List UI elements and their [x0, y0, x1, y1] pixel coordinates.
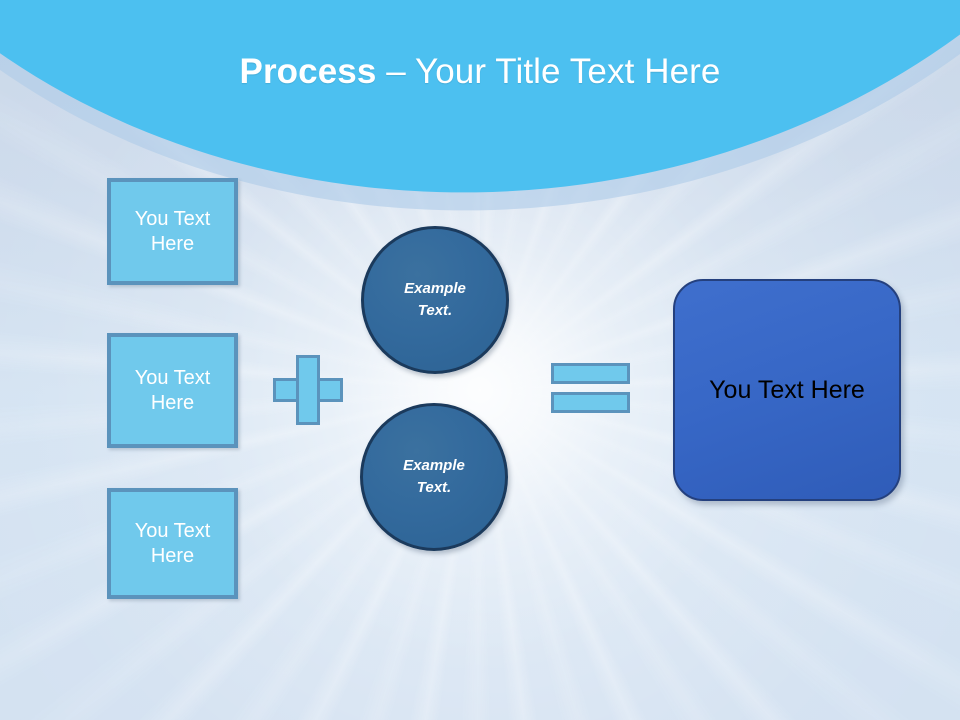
- example-circle-1-line1: Example: [404, 280, 466, 297]
- example-circle-2-line2: Text.: [416, 479, 452, 496]
- equals-icon-bottom-bar: [551, 392, 630, 413]
- page-title-strong: Process: [239, 52, 377, 91]
- result-box[interactable]: You Text Here: [673, 279, 901, 501]
- plus-icon-center-patch: [299, 381, 317, 399]
- equals-icon: [551, 363, 630, 413]
- page-title-rest: – Your Title Text Here: [376, 52, 721, 91]
- result-box-label: You Text Here: [709, 375, 865, 404]
- input-box-3-label: You Text Here: [134, 519, 211, 567]
- example-circle-1[interactable]: Example Text.: [361, 226, 509, 374]
- input-box-1-label: You Text Here: [134, 207, 211, 255]
- input-box-1[interactable]: You Text Here: [107, 178, 238, 285]
- input-box-2[interactable]: You Text Here: [107, 333, 238, 448]
- equals-icon-top-bar: [551, 363, 630, 384]
- input-box-3[interactable]: You Text Here: [107, 488, 238, 599]
- page-title: Process – Your Title Text Here: [0, 52, 960, 92]
- plus-icon: [273, 355, 343, 425]
- example-circle-2[interactable]: Example Text.: [360, 403, 508, 551]
- example-circle-2-line1: Example: [403, 457, 465, 474]
- input-box-2-label: You Text Here: [134, 366, 211, 414]
- example-circle-1-line2: Text.: [417, 302, 453, 319]
